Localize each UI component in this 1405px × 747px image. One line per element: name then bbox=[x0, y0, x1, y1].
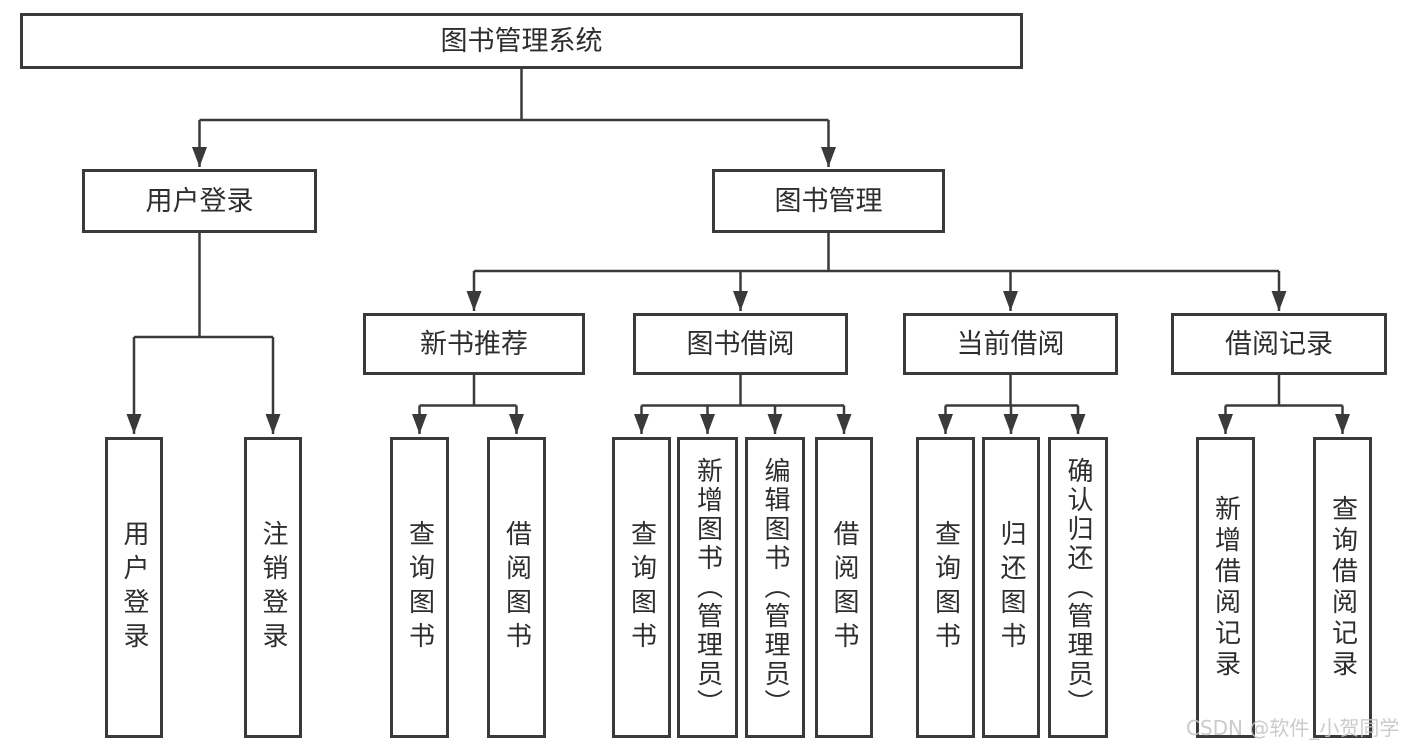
arrow-lines bbox=[126, 120, 1350, 434]
leaf-current-confirm-return-admin-label: 确认归还（管理员） bbox=[1063, 457, 1093, 718]
leaf-user-login: 用户登录 bbox=[105, 437, 163, 738]
leaf-user-login-label: 用户登录 bbox=[119, 519, 149, 656]
node-book-borrow: 图书借阅 bbox=[633, 313, 848, 375]
node-book-management: 图书管理 bbox=[712, 169, 945, 233]
node-borrow-record: 借阅记录 bbox=[1171, 313, 1387, 375]
node-book-management-label: 图书管理 bbox=[774, 185, 883, 217]
leaf-borrow-add-book-admin-label: 新增图书（管理员） bbox=[692, 457, 723, 718]
node-current-borrow-label: 当前借阅 bbox=[956, 328, 1065, 360]
leaf-borrow-edit-book-admin-label: 编辑图书（管理员） bbox=[760, 457, 790, 718]
node-user-login-group-label: 用户登录 bbox=[145, 185, 254, 217]
leaf-newbook-borrow-book-label: 借阅图书 bbox=[501, 519, 532, 656]
node-root: 图书管理系统 bbox=[20, 13, 1023, 69]
leaf-current-query-book-label: 查询图书 bbox=[930, 519, 961, 656]
leaf-newbook-query-book-label: 查询图书 bbox=[404, 519, 435, 656]
leaf-borrow-query-book-label: 查询图书 bbox=[626, 519, 657, 656]
leaf-current-confirm-return-admin: 确认归还（管理员） bbox=[1048, 437, 1108, 738]
node-new-book-recommend-label: 新书推荐 bbox=[420, 328, 528, 360]
leaf-current-return-book-label: 归还图书 bbox=[996, 519, 1026, 656]
leaf-borrow-query-book: 查询图书 bbox=[612, 437, 671, 738]
leaf-record-add-record-label: 新增借阅记录 bbox=[1210, 494, 1241, 681]
leaf-record-query-record-label: 查询借阅记录 bbox=[1327, 494, 1358, 681]
connector-skeleton bbox=[134, 69, 1343, 407]
node-current-borrow: 当前借阅 bbox=[903, 313, 1118, 375]
leaf-borrow-borrow-book-label: 借阅图书 bbox=[829, 519, 859, 656]
node-new-book-recommend: 新书推荐 bbox=[363, 313, 585, 375]
leaf-borrow-add-book-admin: 新增图书（管理员） bbox=[677, 437, 738, 738]
node-book-borrow-label: 图书借阅 bbox=[686, 328, 795, 360]
leaf-record-add-record: 新增借阅记录 bbox=[1196, 437, 1255, 738]
leaf-current-return-book: 归还图书 bbox=[982, 437, 1040, 738]
node-user-login-group: 用户登录 bbox=[82, 169, 317, 233]
leaf-borrow-edit-book-admin: 编辑图书（管理员） bbox=[745, 437, 805, 738]
watermark: CSDN @软件_小贺同学 bbox=[1186, 716, 1400, 740]
leaf-current-query-book: 查询图书 bbox=[916, 437, 975, 738]
leaf-newbook-borrow-book: 借阅图书 bbox=[487, 437, 546, 738]
leaf-logout-label: 注销登录 bbox=[258, 519, 288, 656]
leaf-borrow-borrow-book: 借阅图书 bbox=[815, 437, 873, 738]
leaf-newbook-query-book: 查询图书 bbox=[390, 437, 449, 738]
leaf-record-query-record: 查询借阅记录 bbox=[1313, 437, 1372, 738]
node-root-label: 图书管理系统 bbox=[440, 25, 603, 57]
node-borrow-record-label: 借阅记录 bbox=[1225, 328, 1333, 360]
leaf-logout: 注销登录 bbox=[244, 437, 302, 738]
